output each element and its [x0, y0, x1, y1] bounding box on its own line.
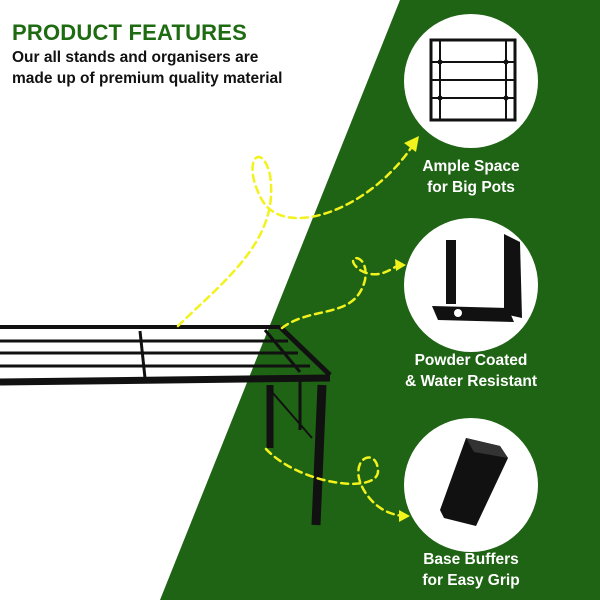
rubber-buffer-icon [440, 438, 508, 526]
feature-caption-line: for Easy Grip [422, 572, 520, 589]
feature-caption-line: Ample Space [422, 158, 520, 175]
feature-caption-line: for Big Pots [427, 179, 515, 196]
feature-caption-ample-space: Ample Space for Big Pots [371, 156, 571, 198]
feature-circle-powder-coated [404, 218, 538, 352]
feature-caption-line: Powder Coated [414, 352, 528, 369]
subtitle-line-2: made up of premium quality material [12, 70, 283, 87]
subtitle-line-1: Our all stands and organisers are [12, 49, 259, 66]
feature-circle-base-buffers [404, 418, 538, 552]
page-subtitle: Our all stands and organisers are made u… [12, 47, 342, 89]
feature-circle-ample-space [404, 14, 538, 148]
shelf-grid-icon [429, 38, 517, 122]
feature-caption-powder-coated: Powder Coated & Water Resistant [371, 350, 571, 392]
feature-caption-base-buffers: Base Buffers for Easy Grip [371, 549, 571, 591]
angle-bracket-icon [432, 234, 522, 322]
page-title: PRODUCT FEATURES [12, 20, 248, 45]
feature-caption-line: & Water Resistant [404, 373, 538, 390]
feature-caption-line: Base Buffers [423, 551, 519, 568]
